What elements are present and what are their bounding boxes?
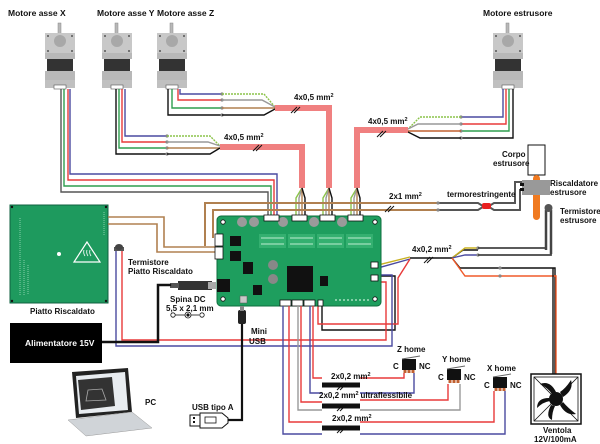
thermistor-fan-cable-label: 4x0,2 mm2 (412, 245, 452, 254)
motor-z-connector (319, 214, 336, 222)
bundle-y-label: 4x0,5 mm2 (224, 133, 264, 142)
x-home-switch: X home C NC (484, 364, 522, 392)
motor-x-connector (263, 214, 280, 222)
motor-extruder: Motore estrusore (483, 8, 553, 90)
extruder-thermistor-label: Termistore (560, 207, 600, 216)
motor-y: Motore asse Y (97, 8, 155, 90)
endstop-z-cable-label: 2x0,2 mm2 (331, 372, 371, 381)
dc-plug-label: Spina DC (170, 295, 206, 304)
dc-plug-body (178, 281, 212, 290)
bundle-y (220, 144, 305, 188)
controller-board (214, 214, 382, 307)
bundle-z (275, 105, 332, 188)
stepper-motor-y-icon (101, 22, 133, 90)
x-home-nc-label: NC (510, 381, 522, 390)
motor-y-label: Motore asse Y (97, 8, 155, 18)
y-home-label: Y home (442, 355, 471, 364)
bundle-extruder (354, 127, 408, 188)
y-home-nc-label: NC (464, 373, 476, 382)
endstop-z-wires (309, 306, 415, 394)
usb-cable: Mini USB USB tipo A (189, 306, 267, 429)
microcontroller-chip (287, 266, 313, 292)
endstop-x-wires (282, 306, 506, 435)
bed-thermistor-label-2: Piatto Riscaldato (128, 267, 193, 276)
extruder-thermistor-probe (544, 204, 553, 212)
z-home-label: Z home (397, 345, 426, 354)
fan-blades-icon (537, 380, 576, 420)
heated-bed-label: Piatto Riscaldato (30, 307, 95, 316)
bed-thermistor: Termistore Piatto Riscaldato (114, 244, 216, 347)
motor-z: Motore asse Z (156, 8, 214, 90)
bed-thermistor-label: Termistore (128, 258, 169, 267)
x-home-label: X home (487, 364, 516, 373)
y-home-c-label: C (438, 373, 444, 382)
heatshrink-label: termorestringente (447, 190, 516, 199)
y-home-switch-icon (446, 365, 466, 384)
extruder-heater-label: Riscaldatore (550, 179, 599, 188)
stepper-motor-x-icon (44, 22, 76, 90)
z-home-switch: Z home C NC (393, 345, 431, 374)
fan-label: Ventola (543, 426, 572, 435)
z-home-c-label: C (393, 362, 399, 371)
heated-bed-wires (108, 216, 216, 253)
extruder-assembly: Corpo estrusore Riscaldatore estrusore T… (493, 144, 600, 254)
extruder-body-label: Corpo (502, 150, 526, 159)
power-supply-box (10, 323, 102, 363)
motor-z-label: Motore asse Z (157, 8, 214, 18)
laptop-base (67, 411, 153, 437)
controller-board-pcb (216, 215, 382, 307)
motor-y-connector (291, 214, 308, 222)
motor-e-connector (347, 214, 364, 222)
board-usb-port (239, 295, 248, 304)
y-home-switch: Y home C NC (438, 355, 476, 384)
x-home-c-label: C (484, 381, 490, 390)
motor-y-wires (115, 89, 221, 156)
usb-a-label: USB tipo A (192, 403, 234, 412)
bundle-z-label: 4x0,5 mm2 (294, 93, 334, 102)
dc-plug: Spina DC 5,5 x 2,1 mm (166, 281, 216, 319)
z-home-switch-icon (401, 355, 421, 374)
x-home-switch-icon (492, 373, 512, 392)
heatshrink-marker (482, 203, 491, 209)
laptop-pc: PC (67, 368, 156, 437)
endstop-y-wires (297, 306, 461, 411)
motor-extruder-label: Motore estrusore (483, 8, 553, 18)
mini-usb-label-2: USB (249, 337, 266, 346)
endstop-x-cable-label: 2x0,2 mm2 (332, 414, 372, 423)
stepper-motor-z-icon (156, 22, 188, 90)
heater-block (522, 180, 550, 195)
polarity-icon (170, 311, 205, 319)
thermistor-fan-wires (317, 246, 557, 375)
motor-extruder-wires (407, 89, 514, 140)
power-supply: Alimentatore 15V (10, 323, 102, 363)
fan-spec-label: 12V/100mA (534, 435, 577, 444)
extruder-body (527, 144, 546, 176)
extruder-thermistor-label-2: estrusore (560, 216, 597, 225)
heated-bed: Piatto Riscaldato (9, 204, 109, 316)
motor-x: Motore asse X (8, 8, 76, 90)
extruder-body-label-2: estrusore (493, 159, 530, 168)
motor-x-label: Motore asse X (8, 8, 66, 18)
bundle-extruder-label: 4x0,5 mm2 (368, 117, 408, 126)
mini-usb-plug (238, 310, 246, 324)
power-supply-label: Alimentatore 15V (25, 338, 95, 348)
motor-z-wires (167, 89, 276, 117)
heater-cable-label: 2x1 mm2 (389, 192, 422, 201)
cooling-fan: Ventola 12V/100mA (530, 373, 582, 444)
dc-plug-spec-label: 5,5 x 2,1 mm (166, 304, 214, 313)
board-dc-jack (217, 279, 230, 292)
z-home-nc-label: NC (419, 362, 431, 371)
usb-a-plug-icon (189, 412, 229, 429)
stepper-motor-extruder-icon (492, 22, 524, 90)
pc-label: PC (145, 398, 156, 407)
hot-surface-warning-icon (72, 240, 102, 263)
mini-usb-label: Mini (251, 327, 267, 336)
extruder-heater-label-2: estrusore (550, 188, 587, 197)
